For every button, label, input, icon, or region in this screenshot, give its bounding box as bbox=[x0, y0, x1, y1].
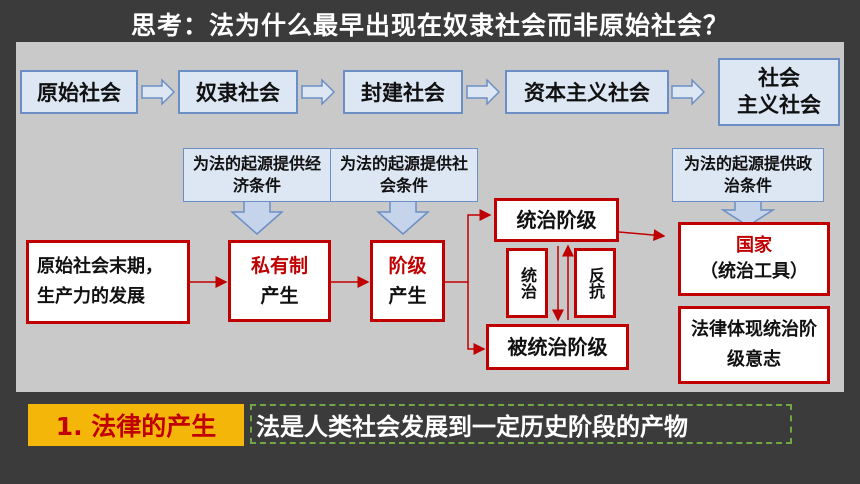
class-box: 阶级 产生 bbox=[370, 240, 445, 322]
callout-pointer-economic bbox=[230, 200, 284, 235]
private-ownership-box: 私有制 产生 bbox=[228, 240, 331, 322]
stage-feudal: 封建社会 bbox=[343, 70, 463, 114]
stage-primitive: 原始社会 bbox=[20, 70, 138, 114]
statement-text: 法是人类社会发展到一定历史阶段的产物 bbox=[250, 404, 792, 444]
stage-socialist: 社会 主义社会 bbox=[718, 58, 840, 126]
stage-slavery: 奴隶社会 bbox=[178, 70, 298, 114]
resist-label-box: 反抗 bbox=[574, 248, 616, 318]
private-ownership-sub: 产生 bbox=[260, 285, 299, 307]
callout-economic: 为法的起源提供经济条件 bbox=[183, 148, 331, 202]
start-box: 原始社会末期，生产力的发展 bbox=[26, 240, 190, 324]
callout-political: 为法的起源提供政治条件 bbox=[672, 148, 824, 202]
class-sub: 产生 bbox=[388, 285, 427, 307]
ruling-class-box: 统治阶级 bbox=[494, 198, 619, 242]
ruled-class-box: 被统治阶级 bbox=[486, 324, 629, 370]
section-heading: 1. 法律的产生 bbox=[28, 404, 244, 446]
page-title: 思考：法为什么最早出现在奴隶社会而非原始社会？ bbox=[130, 11, 729, 40]
class-label: 阶级 bbox=[388, 255, 427, 277]
private-ownership-label: 私有制 bbox=[250, 255, 308, 277]
state-sub: （统治工具） bbox=[700, 261, 808, 282]
stage-arrow bbox=[671, 78, 706, 106]
stage-arrow bbox=[466, 78, 501, 106]
stage-arrow bbox=[141, 78, 176, 106]
stage-capitalist: 资本主义社会 bbox=[505, 70, 669, 114]
callout-pointer-social bbox=[376, 200, 430, 235]
flow-arrow bbox=[618, 229, 666, 242]
stage-arrow bbox=[301, 78, 336, 106]
law-box: 法律体现统治阶级意志 bbox=[678, 306, 830, 384]
flow-branch bbox=[467, 282, 486, 355]
flow-branch bbox=[445, 209, 492, 283]
callout-pointer-political bbox=[720, 200, 776, 227]
state-box: 国家 （统治工具） bbox=[678, 222, 830, 296]
rule-label-box: 统治 bbox=[506, 248, 548, 318]
state-label: 国家 bbox=[736, 235, 772, 256]
callout-social: 为法的起源提供社会条件 bbox=[330, 148, 478, 202]
